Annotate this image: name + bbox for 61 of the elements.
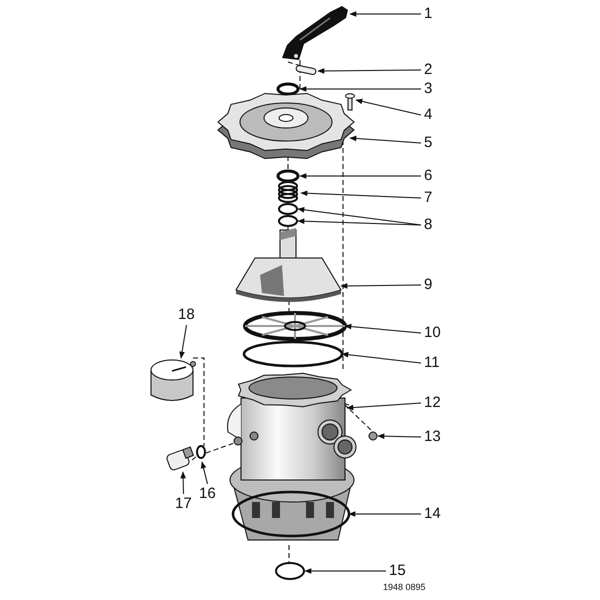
handle-drawing	[282, 6, 348, 60]
leader-line	[300, 190, 422, 198]
callout-number: 13	[424, 428, 441, 446]
callout-number: 5	[424, 134, 432, 152]
o-ring-drawing	[242, 340, 344, 368]
callout-number: 8	[424, 216, 432, 234]
callout-number: 16	[199, 485, 216, 503]
leader-line	[341, 352, 422, 364]
leader-line	[299, 173, 422, 179]
leader-line	[180, 471, 186, 494]
callout-number: 3	[424, 80, 432, 98]
o-ring-drawing	[278, 203, 298, 215]
gasket-drawing	[243, 311, 347, 341]
rotor-drawing	[236, 228, 342, 302]
leader-line	[346, 402, 422, 410]
callout-number: 17	[175, 495, 192, 513]
assembly-line	[288, 300, 290, 312]
callout-number: 10	[424, 324, 441, 342]
callout-number: 14	[424, 505, 441, 523]
callout-number: 12	[424, 394, 441, 412]
leader-line	[179, 324, 187, 359]
callout-number: 11	[424, 354, 440, 372]
leader-line	[297, 218, 422, 226]
gauge-drawing	[150, 360, 196, 401]
leader-line	[200, 461, 208, 484]
leader-line	[304, 568, 386, 574]
o-ring-drawing	[278, 215, 298, 227]
assembly-line	[192, 456, 198, 460]
callout-number: 1	[424, 5, 432, 23]
callout-number: 9	[424, 276, 432, 294]
callout-number: 6	[424, 167, 432, 185]
o-ring-drawing	[196, 445, 206, 459]
callout-number: 4	[424, 106, 432, 124]
spring-drawing	[278, 181, 298, 203]
leader-line	[344, 324, 422, 334]
o-ring-drawing	[232, 490, 350, 538]
pin-drawing	[295, 64, 317, 76]
leader-line	[377, 433, 422, 439]
assembly-line	[288, 544, 290, 562]
leader-line	[340, 283, 422, 289]
leader-line	[349, 11, 422, 17]
drawing-number: 1948 0895	[383, 582, 426, 592]
callout-number: 15	[389, 562, 406, 580]
callout-number: 2	[424, 61, 432, 79]
washer-drawing	[276, 170, 300, 182]
leader-line	[317, 68, 422, 74]
callout-number: 18	[178, 306, 195, 324]
washer-drawing	[276, 82, 300, 96]
leader-line	[297, 207, 422, 226]
leader-line	[349, 136, 422, 144]
screw-drawing	[345, 93, 355, 110]
leader-line	[299, 86, 422, 92]
leader-line	[355, 98, 422, 116]
callout-number: 7	[424, 189, 432, 207]
valve-cover-drawing	[217, 92, 355, 160]
leader-line	[348, 511, 422, 517]
plug-drawing	[368, 432, 378, 440]
o-ring-drawing	[275, 562, 305, 580]
plug-drawing	[165, 446, 194, 472]
valve-body-drawing	[227, 372, 356, 540]
assembly-line	[192, 358, 204, 446]
